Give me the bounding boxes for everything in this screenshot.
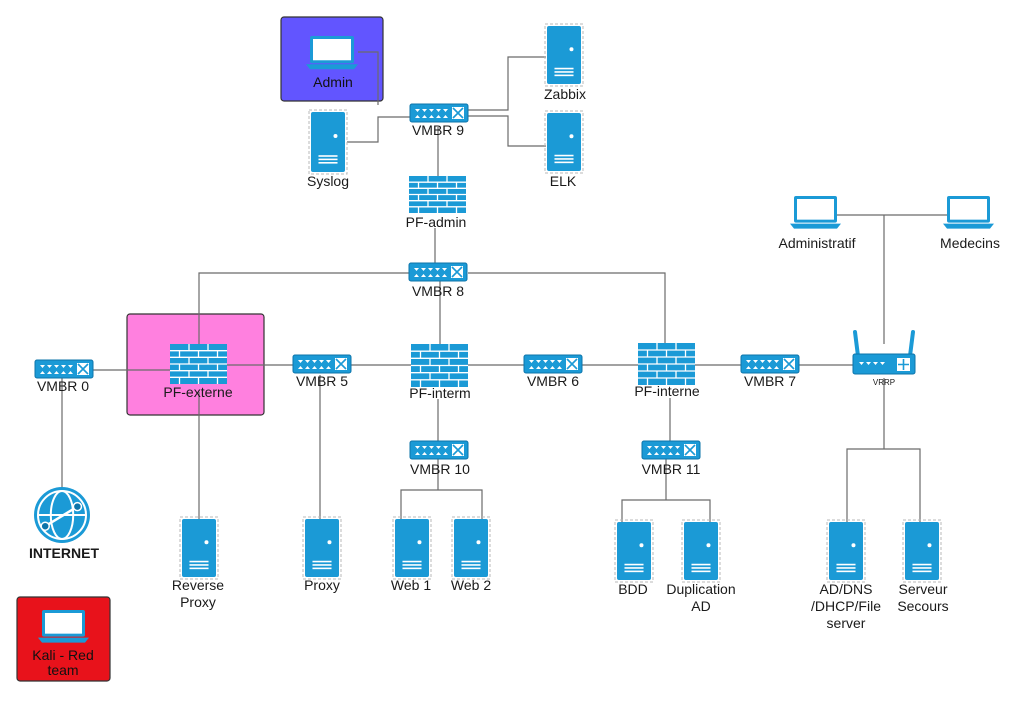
web2-server-icon	[451, 516, 491, 580]
ad-dns-server-icon	[826, 519, 866, 583]
pf-externe-firewall-icon	[170, 344, 227, 384]
elk-server-icon	[544, 110, 584, 174]
vmbr10-label: VMBR 10	[410, 461, 470, 477]
pf-externe-label: PF-externe	[163, 384, 232, 400]
zabbix-server-icon	[544, 23, 584, 87]
wire-vrrp-clients	[837, 214, 947, 344]
vmbr5-switch-icon	[292, 354, 352, 374]
elk-label: ELK	[550, 173, 577, 189]
vmbr8-switch-icon	[408, 262, 468, 282]
pf-interm-label: PF-interm	[409, 385, 470, 401]
vmbr11-switch-icon	[641, 440, 701, 460]
vmbr9-switch-icon	[409, 103, 469, 123]
vmbr5-label: VMBR 5	[296, 373, 348, 389]
connections	[61, 51, 947, 522]
bdd-label: BDD	[618, 581, 648, 597]
pf-interne-label: PF-interne	[634, 383, 700, 399]
vmbr0-switch-icon	[34, 359, 94, 379]
vmbr10-switch-icon	[409, 440, 469, 460]
vrrp-router-icon	[852, 330, 916, 375]
proxy-server-icon	[302, 516, 342, 580]
zabbix-label: Zabbix	[544, 86, 586, 102]
vmbr9-label: VMBR 9	[412, 122, 464, 138]
internet-globe-icon	[34, 487, 90, 543]
administratif-label: Administratif	[778, 235, 855, 251]
administratif-laptop-icon	[790, 196, 841, 229]
wire-syslog-vmbr9	[347, 116, 410, 143]
wire-elk-vmbr9	[468, 115, 546, 147]
web1-label: Web 1	[391, 577, 431, 593]
medecins-laptop-icon	[943, 196, 994, 229]
wire-admin-vmbr9	[358, 51, 379, 105]
duplication-ad-server-icon	[681, 519, 721, 583]
bdd-server-icon	[614, 519, 654, 583]
admin-laptop-icon	[306, 36, 358, 70]
vmbr11-label: VMBR 11	[642, 461, 701, 477]
medecins-label: Medecins	[940, 235, 1000, 251]
reverse-proxy-server-icon	[179, 516, 219, 580]
web1-server-icon	[392, 516, 432, 580]
web2-label: Web 2	[451, 577, 491, 593]
vmbr7-switch-icon	[740, 354, 800, 374]
kali-laptop-icon	[38, 610, 89, 643]
wire-zabbix-vmbr9	[468, 56, 546, 111]
vrrp-label: VRRP	[873, 378, 895, 387]
wire-vmbr11-db	[621, 459, 711, 522]
vmbr8-label: VMBR 8	[412, 283, 464, 299]
pf-interne-firewall-icon	[638, 343, 695, 385]
vmbr6-label: VMBR 6	[527, 373, 579, 389]
vmbr0-label: VMBR 0	[37, 378, 89, 394]
pf-admin-label: PF-admin	[406, 214, 467, 230]
vmbr7-label: VMBR 7	[744, 373, 796, 389]
admin-label: Admin	[313, 74, 353, 90]
internet-label: INTERNET	[29, 545, 99, 561]
syslog-label: Syslog	[307, 173, 349, 189]
wire-vmbr8-pfexterne	[198, 272, 410, 344]
pf-admin-firewall-icon	[409, 176, 466, 213]
syslog-server-icon	[308, 109, 348, 175]
wire-vmbr10-web	[400, 459, 483, 519]
serveur-secours-server-icon	[902, 519, 942, 583]
wire-vmbr8-pfinterne	[468, 272, 666, 343]
proxy-label: Proxy	[304, 577, 340, 593]
pf-interm-firewall-icon	[411, 344, 468, 387]
vmbr6-switch-icon	[523, 354, 583, 374]
wire-vrrp-servers	[846, 378, 921, 522]
